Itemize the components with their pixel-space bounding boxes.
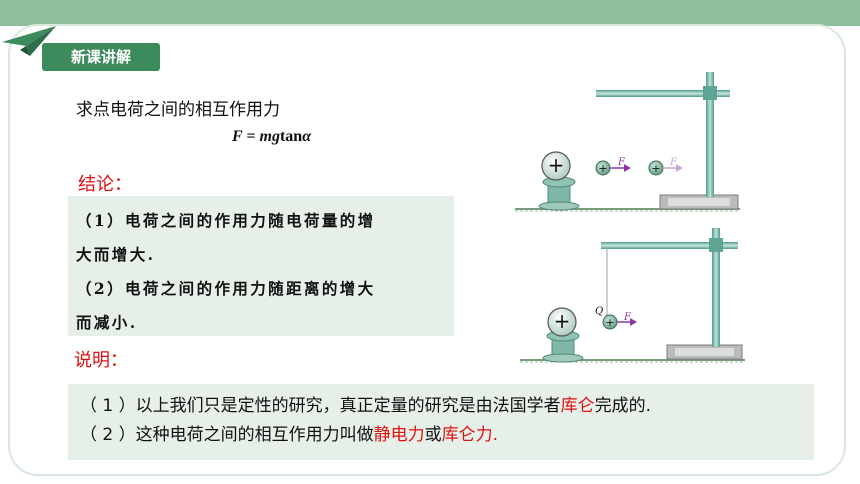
- coulomb-name: 库仑: [560, 396, 595, 416]
- formula-mg: mg: [259, 128, 280, 145]
- explanation-1-suffix: 完成的.: [594, 396, 652, 416]
- top-banner: [0, 0, 860, 26]
- force-formula: F = mgtanα: [232, 128, 311, 146]
- explanation-box: （ 1 ）以上我们只是定性的研究，真正定量的研究是由法国学者库仑完成的. （ 2…: [68, 384, 814, 460]
- source-charge-upper: [541, 151, 571, 181]
- section-badge: 新课讲解: [42, 43, 160, 71]
- stand-pole-upper: [706, 72, 714, 197]
- conclusion-line-3: （2）电荷之间的作用力随距离的增大: [76, 279, 376, 298]
- force-label: F: [617, 157, 626, 168]
- source-charge-lower: [547, 307, 577, 337]
- explanation-2-or: 或: [424, 425, 442, 445]
- explanation-label: 说明：: [74, 350, 128, 371]
- paper-plane-icon: [2, 26, 56, 56]
- charge-label: Q: [595, 306, 603, 317]
- conclusion-box: （1）电荷之间的作用力随电荷量的增 大而增大. （2）电荷之间的作用力随距离的增…: [68, 196, 454, 336]
- explanation-1-text: （ 1 ）以上我们只是定性的研究，真正定量的研究是由法国学者: [80, 396, 561, 416]
- force-label: F: [669, 157, 678, 168]
- conclusion-line-4: 而减小.: [76, 313, 138, 332]
- explanation-line-1: （ 1 ）以上我们只是定性的研究，真正定量的研究是由法国学者库仑完成的.: [80, 392, 814, 421]
- page-heading: 求点电荷之间的相互作用力: [76, 100, 280, 120]
- conclusion-label: 结论：: [78, 174, 132, 195]
- stand-pole-lower: [712, 228, 720, 347]
- lower-apparatus: + Q + F: [520, 228, 745, 363]
- plus-sign: +: [554, 309, 571, 333]
- stand-arm-upper: [596, 90, 730, 97]
- explanation-line-2: （ 2 ）这种电荷之间的相互作用力叫做静电力或库仑力.: [80, 421, 814, 450]
- force-label: F: [623, 312, 632, 323]
- plus-sign: +: [548, 153, 565, 177]
- formula-alpha: α: [302, 128, 312, 145]
- electrostatic-force-term: 静电力: [373, 425, 425, 445]
- conclusion-line-2: 大而增大.: [76, 245, 156, 264]
- plus-sign: +: [605, 316, 614, 329]
- plus-sign: +: [651, 162, 660, 175]
- explanation-2-text: （ 2 ）这种电荷之间的相互作用力叫做: [80, 425, 374, 445]
- coulomb-force-term: 库仑力.: [441, 425, 499, 445]
- formula-lhs: F =: [232, 128, 260, 145]
- formula-tan: tan: [279, 128, 303, 145]
- conclusion-line-1: （1）电荷之间的作用力随电荷量的增: [76, 211, 376, 230]
- plus-sign: +: [598, 162, 607, 175]
- stand-arm-lower: [601, 242, 738, 249]
- upper-apparatus: + + F + F: [515, 72, 740, 212]
